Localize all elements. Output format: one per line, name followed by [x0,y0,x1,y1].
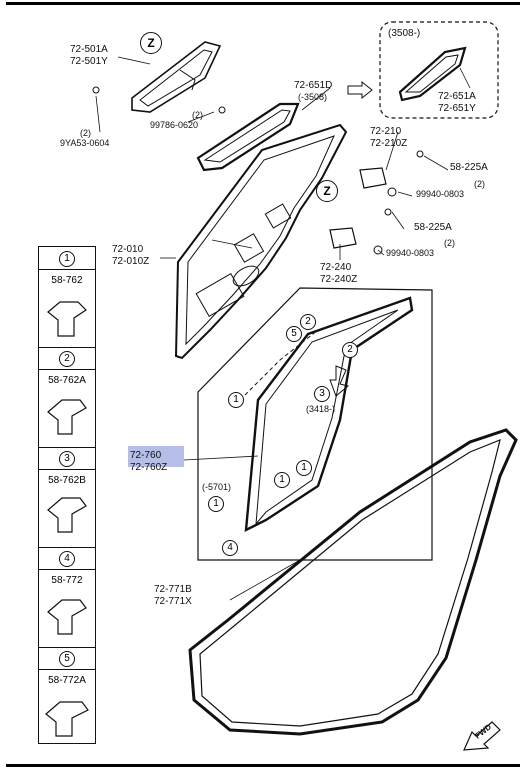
label-72-010: 72-010 [112,244,144,255]
top-border [6,2,520,5]
label-72-010z: 72-010Z [112,256,150,267]
door-panel [174,123,348,360]
label-9ya53-0604: 9YA53-0604 [60,138,110,148]
callout-5: 5 [286,326,302,342]
legend-part-58-762a: 58-762A [48,375,86,386]
legend-part-58-772a: 58-772A [48,675,86,686]
label-72-651a: 72-651A [438,91,476,102]
label-99940-0803-1: 99940-0803 [416,189,465,199]
legend-number-3: 3 [59,451,75,467]
legend-number-5: 5 [59,651,75,667]
quarter-window-left [131,41,222,113]
label-5701: (-5701) [202,482,232,492]
callout-4: 4 [222,540,238,556]
detail-box-3508 [379,21,499,119]
body-weatherstrip-771 [188,428,518,736]
label-651d-range: (-3508) [298,92,328,102]
legend-part-58-762: 58-762 [51,275,83,286]
callout-2: 2 [300,314,316,330]
callout-1: 1 [228,392,244,408]
legend-part-58-772: 58-772 [51,575,83,586]
label-99786-0620: 99786-0620 [150,120,199,130]
glass-seal-651d [196,102,300,172]
quarter-window-right [398,46,467,102]
qty-2-d: (2) [444,238,455,248]
label-72-771x: 72-771X [154,596,192,607]
label-72-501y: 72-501Y [70,56,108,67]
qty-2-a: (2) [80,128,91,138]
callout-3: 3 [314,386,330,402]
bottom-border [6,764,520,767]
legend-part-58-762b: 58-762B [48,475,86,486]
label-72-760z: 72-760Z [130,462,168,473]
callout-1: 1 [274,472,290,488]
fwd-arrow-icon [463,721,501,751]
detail-box-seals [197,287,433,561]
label-72-501a: 72-501A [70,44,108,55]
label-72-210z: 72-210Z [370,138,408,149]
label-72-210: 72-210 [370,126,402,137]
door-weatherstrip-760 [244,296,414,533]
legend-number-4: 4 [59,551,75,567]
callout-1: 1 [208,496,224,512]
highlight-72-760 [128,446,184,467]
clip-legend: 1 58-762 2 58-762A 3 58-762B 4 58-772 5 … [38,246,96,744]
label-3418: (3418-) [306,404,336,414]
label-72-651d: 72-651D [294,80,333,91]
label-58-225a-2: 58-225A [414,222,452,233]
legend-number-1: 1 [59,251,75,267]
label-58-225a-1: 58-225A [450,162,488,173]
label-3508: (3508-) [388,28,421,39]
callout-1: 1 [296,460,312,476]
label-72-240: 72-240 [320,262,352,273]
legend-number-2: 2 [59,351,75,367]
zoom-marker-right: Z [316,180,338,202]
qty-2-c: (2) [474,179,485,189]
callout-2: 2 [342,342,358,358]
label-72-240z: 72-240Z [320,274,358,285]
label-72-651y: 72-651Y [438,103,476,114]
qty-2-b: (2) [192,110,203,120]
label-72-771b: 72-771B [154,584,192,595]
zoom-marker-left: Z [140,32,162,54]
label-72-760: 72-760 [130,450,162,461]
label-99940-0803-2: 99940-0803 [386,248,435,258]
